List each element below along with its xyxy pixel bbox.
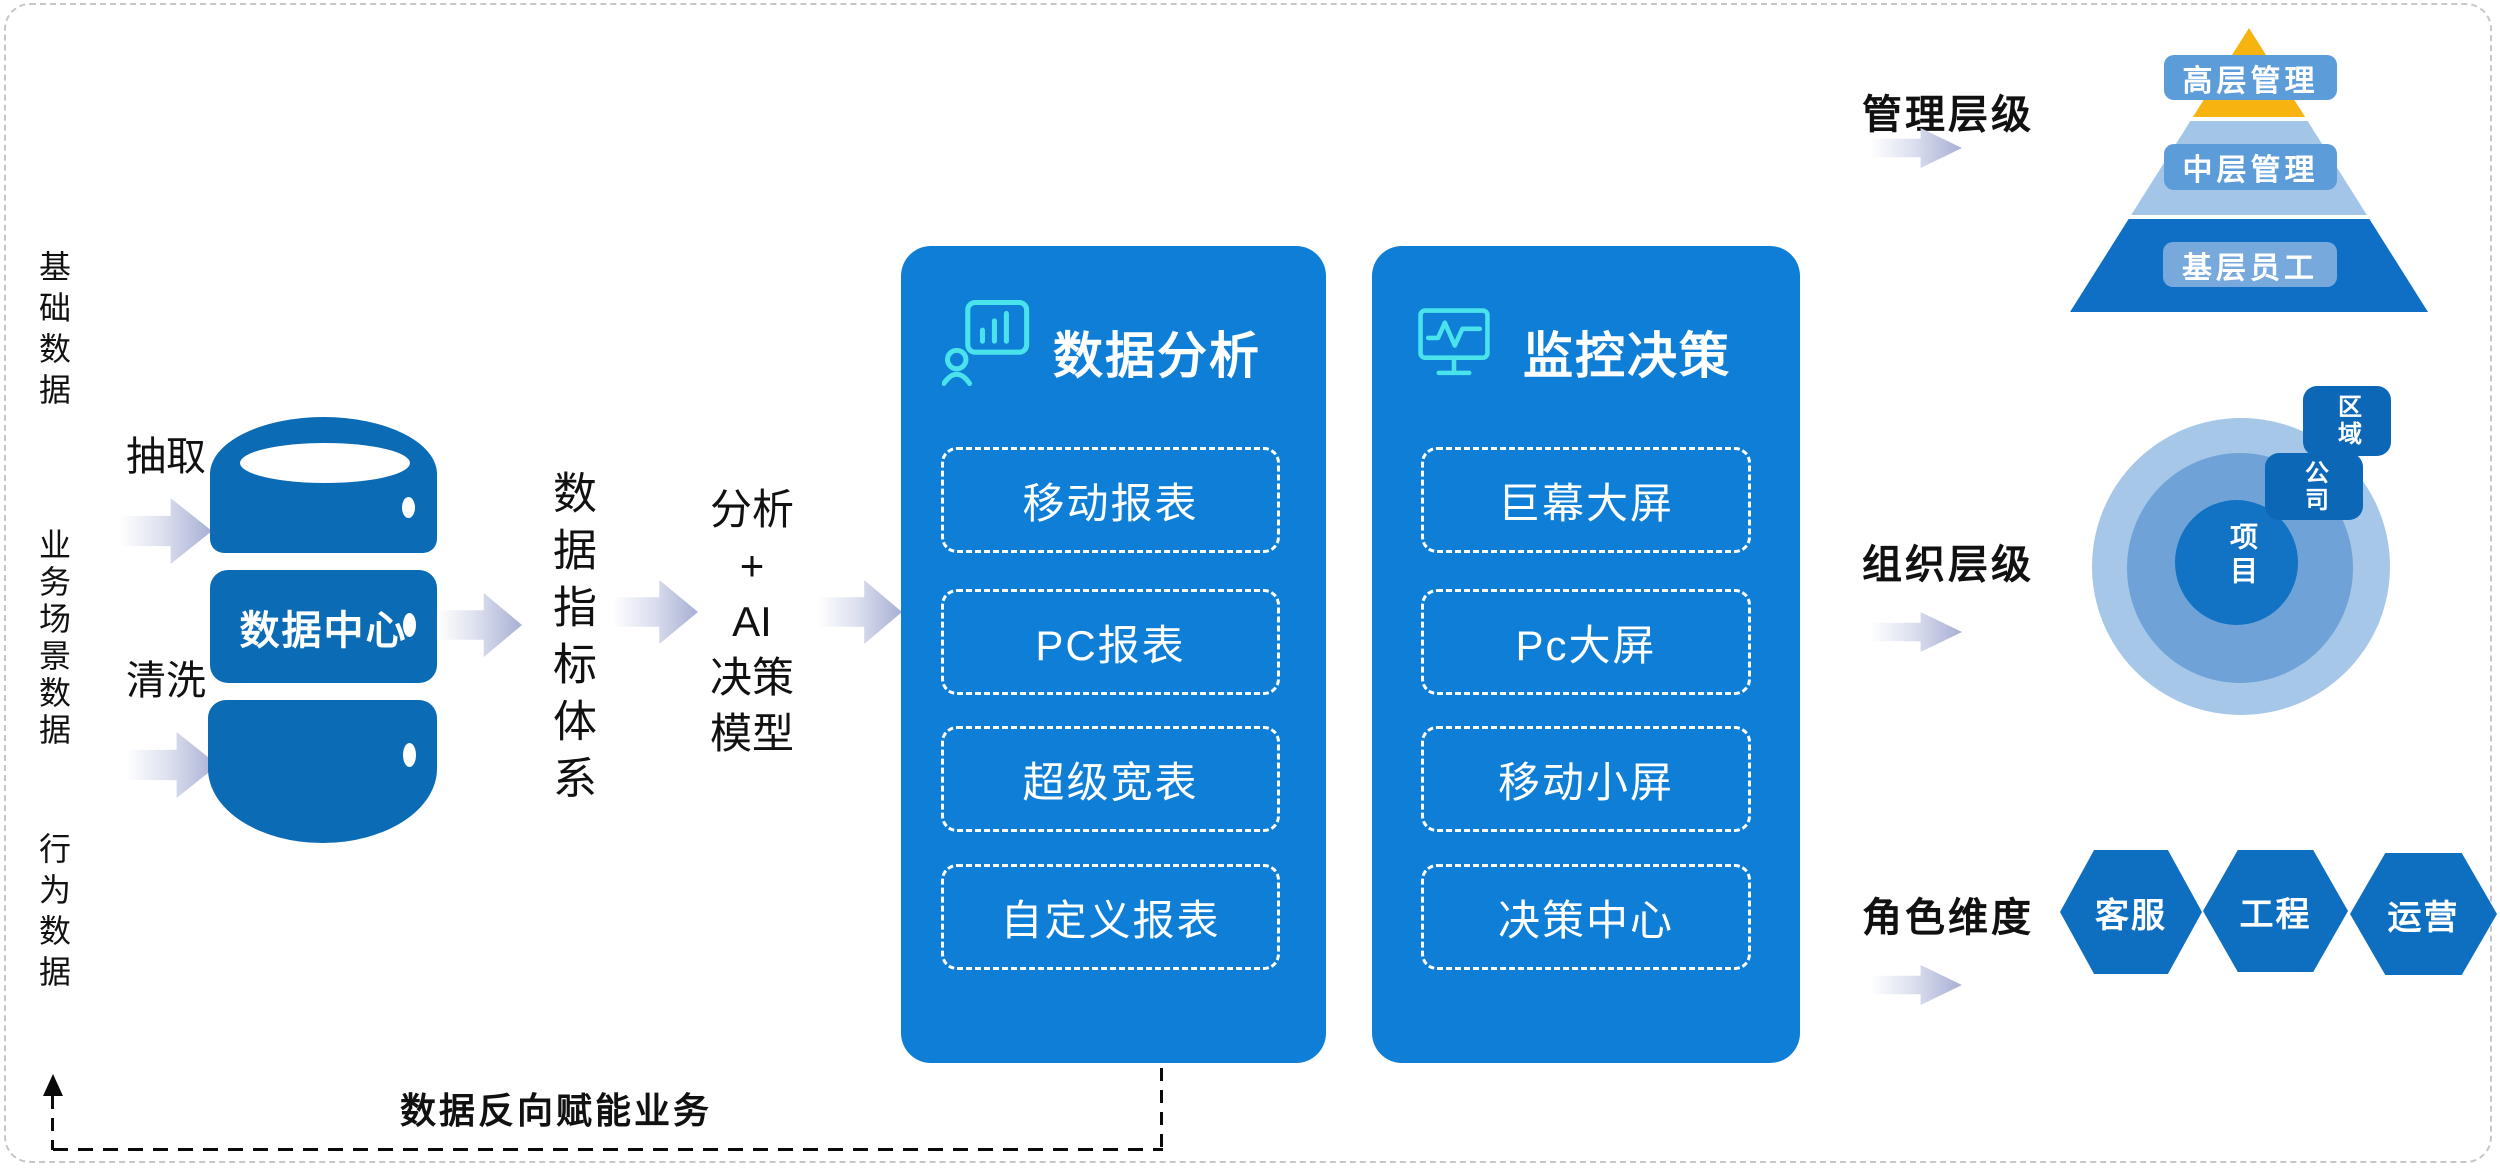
management-level-label: 管理层级 [1862,93,2034,137]
page-dashed-border [4,3,2492,1163]
organization-ring-inner [2175,500,2298,625]
hexagon-customer-service: 客服 [2060,850,2202,974]
database-bottom-segment [208,700,437,843]
feedback-line-right-vertical [1160,1068,1163,1148]
database-middle-segment: 数据中心 [210,570,437,683]
item-decision-center: 决策中心 [1421,864,1751,970]
hexagon-engineering: 工程 [2203,850,2348,972]
data-center-label: 数据中心 [239,608,408,653]
source-label-business-scene-data: 业务场景数据 [35,528,71,750]
pyramid-level-chip-top: 高层管理 [2164,55,2337,100]
item-custom-report: 自定义报表 [941,864,1280,970]
feedback-arrowhead-up-icon [43,1074,63,1096]
item-super-wide-table: 超级宽表 [941,726,1280,832]
pyramid-level-chip-middle: 中层管理 [2164,144,2337,190]
clean-label: 清洗 [126,659,206,703]
region-tag-label: 区域 [2333,394,2361,448]
database-top-segment [210,417,437,553]
monitor-pulse-icon [1418,308,1490,376]
panel-title-data-analysis: 数据分析 [1053,328,1261,384]
index-system-label: 数据指标体系 [546,470,595,812]
organization-tag-region: 区域 [2303,386,2391,456]
database-highlight-dot [402,497,415,518]
role-dimension-label: 角色维度 [1862,896,2034,940]
panel-monitor-decision [1372,246,1800,1063]
panel-data-analysis [901,246,1326,1063]
feedback-label: 数据反向赋能业务 [400,1090,713,1131]
organization-level-label: 组织层级 [1862,543,2034,587]
item-pc-big-screen: Pc大屏 [1421,589,1751,695]
item-pc-report: PC报表 [941,589,1280,695]
hexagon-operations: 运营 [2350,853,2497,975]
feedback-line-horizontal [53,1148,1163,1151]
analysis-ai-model-label: 分析 + AI 决策 模型 [709,486,794,757]
database-open-ellipse [240,443,410,483]
company-tag-label: 公司 [2300,459,2328,514]
person-presenting-chart-icon [942,299,1030,387]
feedback-line-left-vertical [51,1096,54,1150]
panel-title-monitor-decision: 监控决策 [1523,328,1731,384]
pyramid-level-chip-bottom: 基层员工 [2163,242,2337,287]
source-label-behavior-data: 行为数据 [35,832,71,996]
organization-tag-company: 公司 [2265,453,2363,520]
organization-center-label: 项目 [2227,522,2258,590]
database-highlight-dot [403,613,416,637]
extract-label: 抽取 [126,435,206,479]
item-giant-screen: 巨幕大屏 [1421,447,1751,553]
item-mobile-report: 移动报表 [941,447,1280,553]
source-label-base-data: 基础数据 [35,250,71,414]
item-mobile-small-screen: 移动小屏 [1421,726,1751,832]
database-highlight-dot [403,743,416,767]
